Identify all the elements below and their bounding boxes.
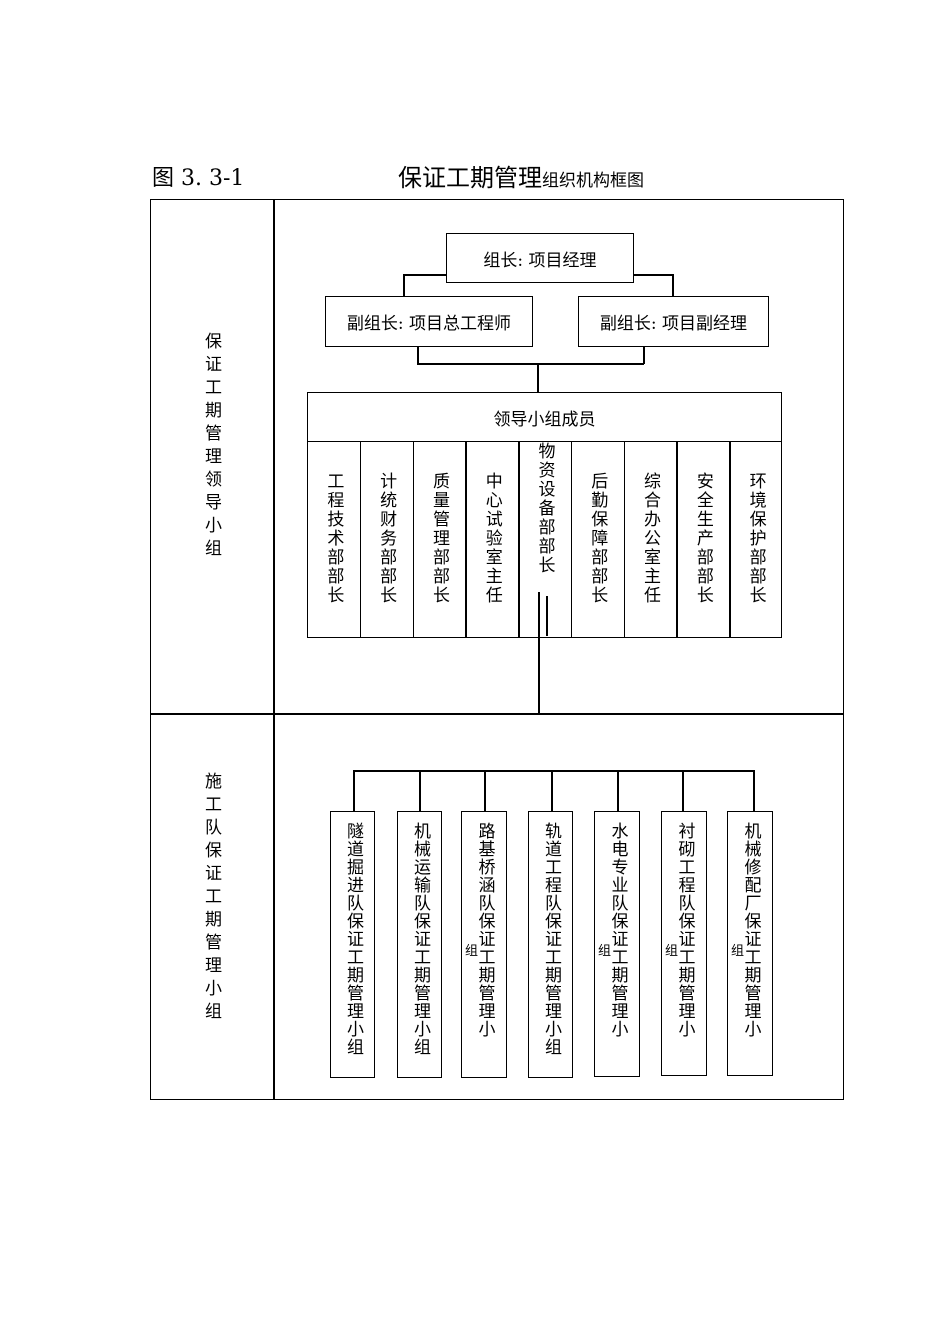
team-label: 水电专业队保证工期管理小: [607, 822, 628, 1038]
team-label-overflow: 组: [598, 944, 612, 959]
team-drop-connector: [617, 770, 619, 812]
column-divider: [273, 199, 275, 1100]
deputy-manager-box: 副组长: 项目副经理: [578, 296, 769, 347]
team-box-1: 隧道掘进队保证工期管理小组: [330, 811, 375, 1078]
member-3: 质量管理部部长: [428, 472, 449, 605]
deputy-chief-engineer-box: 副组长: 项目总工程师: [325, 296, 533, 347]
connector-deputy-left: [403, 274, 405, 296]
connector-deputy-right: [672, 274, 674, 296]
connector-join-right: [643, 346, 645, 364]
team-label: 机械修配厂保证工期管理小: [740, 822, 761, 1038]
leader-box: 组长: 项目经理: [446, 233, 634, 283]
team-label-overflow: 组: [665, 944, 679, 959]
member-6: 后勤保障部部长: [587, 472, 608, 605]
member-column-divider: [465, 441, 467, 638]
team-drop-connector: [753, 770, 755, 812]
team-label-overflow: 组: [465, 944, 479, 959]
member-column-divider: [623, 441, 626, 638]
team-drop-connector: [682, 770, 684, 812]
team-label: 路基桥涵队保证工期管理小: [474, 822, 495, 1038]
connector-members-inner: [546, 596, 548, 636]
member-column-divider: [570, 441, 573, 638]
team-section-label: 施工队保证工期管理小组: [201, 772, 221, 1025]
leadership-section-label: 保证工期管理领导小组: [201, 332, 221, 562]
member-column-divider: [359, 441, 362, 638]
chart-frame: [150, 199, 844, 1100]
member-4: 中心试验室主任: [481, 472, 502, 605]
team-label: 隧道掘进队保证工期管理小组: [343, 822, 363, 1056]
figure-title-suffix: 组织机构框图: [542, 171, 644, 191]
team-label-overflow: 组: [731, 944, 745, 959]
team-drop-connector: [353, 770, 355, 812]
team-drop-connector: [484, 770, 486, 812]
members-header-box: 领导小组成员: [307, 392, 782, 442]
team-label: 衬砌工程队保证工期管理小: [674, 822, 695, 1038]
team-bus: [353, 770, 754, 772]
members-grid: [307, 441, 782, 638]
team-label: 机械运输队保证工期管理小组: [410, 822, 430, 1056]
figure-title-main: 保证工期管理: [398, 164, 542, 192]
connector-to-members: [537, 363, 539, 393]
member-column-divider: [518, 441, 520, 638]
member-9: 环境保护部部长: [745, 472, 766, 605]
team-box-6: 衬砌工程队保证工期管理小组: [661, 811, 707, 1076]
member-7: 综合办公室主任: [640, 472, 661, 605]
team-box-2: 机械运输队保证工期管理小组: [397, 811, 442, 1078]
member-8: 安全生产部部长: [692, 472, 713, 605]
team-drop-connector: [419, 770, 421, 812]
member-column-divider: [676, 441, 678, 638]
team-label: 轨道工程队保证工期管理小组: [541, 822, 561, 1056]
figure-title: 保证工期管理组织机构框图: [398, 158, 644, 193]
connector-join-left: [417, 346, 419, 364]
team-box-3: 路基桥涵队保证工期管理小组: [461, 811, 507, 1078]
row-divider: [150, 713, 844, 715]
member-1: 工程技术部部长: [323, 472, 344, 605]
team-drop-connector: [551, 770, 553, 812]
connector-members-down: [538, 592, 540, 714]
team-box-7: 机械修配厂保证工期管理小组: [727, 811, 773, 1076]
member-2: 计统财务部部长: [376, 472, 397, 605]
member-column-divider: [412, 441, 415, 638]
member-5: 物资设备部部长: [534, 442, 555, 575]
team-box-5: 水电专业队保证工期管理小组: [594, 811, 640, 1077]
member-column-divider: [729, 441, 731, 638]
connector-join-bar: [417, 363, 644, 365]
figure-number: 图 3. 3-1: [152, 166, 245, 191]
team-box-4: 轨道工程队保证工期管理小组: [528, 811, 573, 1078]
